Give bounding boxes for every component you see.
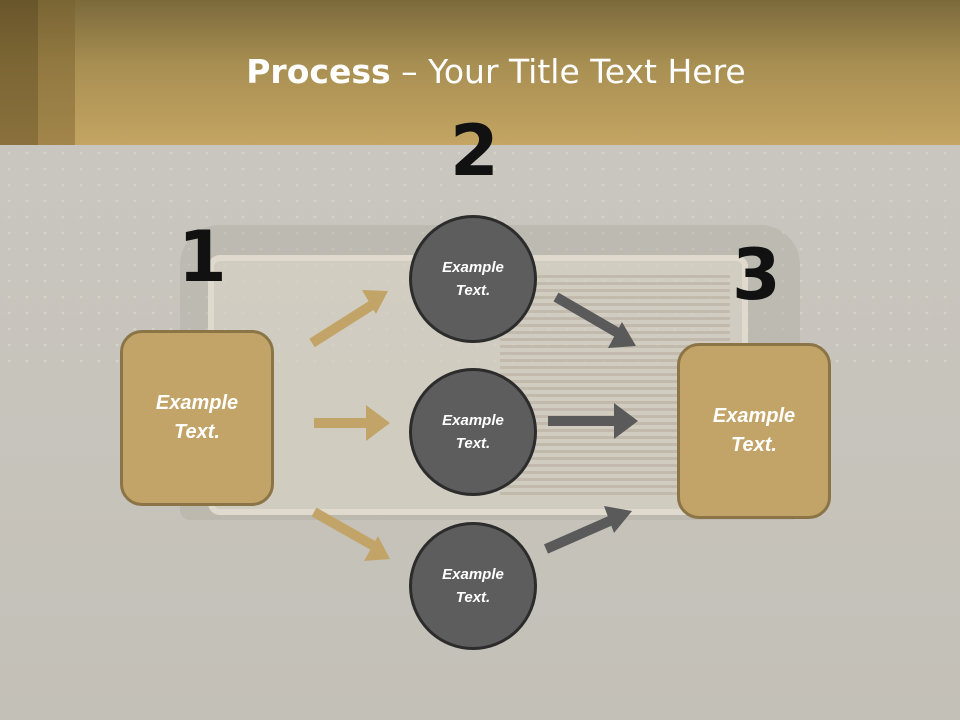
step-number-2: 2 <box>450 110 499 192</box>
arrow-from-top <box>553 292 636 348</box>
arrow-to-middle <box>314 405 390 441</box>
header-bar <box>0 0 960 145</box>
circle-bottom: Example Text. <box>409 522 537 650</box>
arrow-to-bottom <box>311 507 390 561</box>
arrow-from-bottom <box>543 506 632 554</box>
step-number-3: 3 <box>732 234 781 316</box>
circle-top: Example Text. <box>409 215 537 343</box>
title-rest: – Your Title Text Here <box>390 52 746 91</box>
slide-title: Process – Your Title Text Here <box>0 52 960 91</box>
left-box-text: Example Text. <box>155 392 239 443</box>
header-strip <box>38 0 75 145</box>
step-number-1: 1 <box>178 216 227 298</box>
circle-middle-text: Example Text. <box>442 412 504 452</box>
left-box: Example Text. <box>120 330 274 506</box>
title-bold: Process <box>246 52 391 91</box>
right-box-text: Example Text. <box>712 405 796 456</box>
circle-bottom-text: Example Text. <box>442 566 504 606</box>
right-box: Example Text. <box>677 343 831 519</box>
circle-top-text: Example Text. <box>442 259 504 299</box>
arrow-from-middle <box>548 403 638 439</box>
header-strip <box>0 0 38 145</box>
circle-middle: Example Text. <box>409 368 537 496</box>
arrow-to-top <box>309 290 388 348</box>
